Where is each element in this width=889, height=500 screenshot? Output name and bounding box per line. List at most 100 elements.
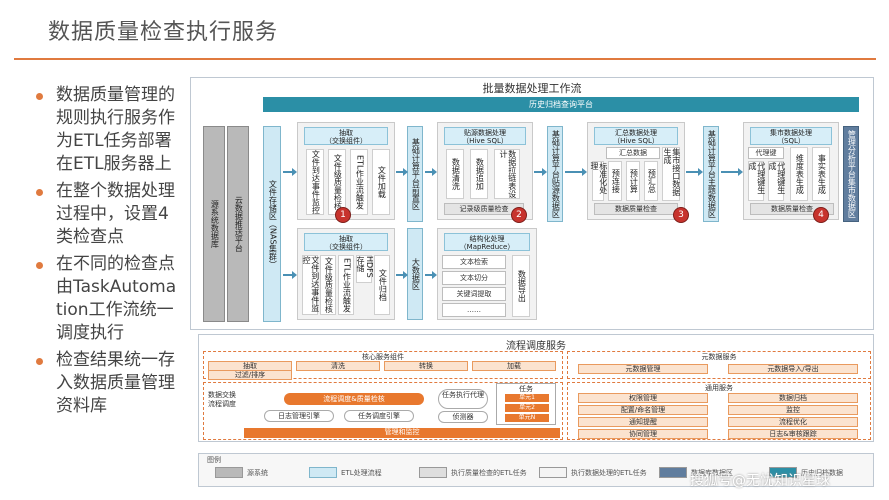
analysis-market-block: 管理分析平台集市数据区 bbox=[843, 126, 859, 222]
legend-swatch bbox=[419, 467, 447, 478]
flow-arrow bbox=[396, 271, 408, 279]
legend-swatch bbox=[769, 467, 797, 478]
calc-pre-block: 基础计算平台前置区 bbox=[407, 126, 423, 222]
legend-text: ETL处理流程 bbox=[341, 468, 382, 477]
stage-sub: ETL作业流触发 bbox=[338, 255, 354, 315]
core-item: 加载 bbox=[472, 361, 556, 371]
svc-item: 通知提醒 bbox=[578, 417, 708, 427]
surrogate-key-box: 代理键 bbox=[748, 147, 784, 159]
task-unit: 单元1 bbox=[505, 394, 549, 402]
page-title: 数据质量检查执行服务 bbox=[48, 20, 279, 45]
core-title: 核心服务组件 bbox=[362, 353, 404, 361]
bullet-text: 数据质量管理的规则执行服务作为ETL任务部署在ETL服务器上 bbox=[56, 85, 175, 174]
stage-sub: 文件到达事件监控 bbox=[302, 255, 320, 315]
stage-sub: 文件加载 bbox=[372, 149, 390, 215]
mgmt-bar: 管理和监控 bbox=[244, 428, 560, 438]
calc-topic-block: 基础计算平台主题数据区 bbox=[703, 126, 719, 222]
cloud-platform-block: 云数据推送平台 bbox=[227, 126, 249, 322]
legend-text: 历史归档数据 bbox=[801, 468, 843, 477]
flow-arrow bbox=[686, 168, 703, 176]
title-divider bbox=[14, 58, 876, 60]
svc-title: 通用服务 bbox=[705, 384, 733, 392]
history-archive-bar: 历史归档查询平台 bbox=[263, 97, 859, 112]
legend-item: 执行数据处理的ETL任务 bbox=[539, 467, 659, 478]
bullet-item: 检查结果统一存入数据质量管理资料库 bbox=[34, 349, 182, 418]
scheduling-title: 流程调度服务 bbox=[506, 341, 566, 352]
stage-summary: 汇总数据处理 （Hive SQL） 汇总数据 标准化处理 预连接 预计算 预汇总… bbox=[587, 122, 685, 220]
legend-title: 图例 bbox=[207, 456, 221, 464]
stage-head: 抽取 （交换组件） bbox=[304, 127, 388, 145]
stage-sub: 预汇总 bbox=[644, 161, 658, 201]
checkpoint-badge: 2 bbox=[511, 207, 527, 223]
common-service: 通用服务 权限管理 数据归档 配置/命名管理 监控 通知提醒 流程优化 协同管理… bbox=[567, 382, 871, 440]
engine-bar: 流程调度&质量检核 bbox=[284, 393, 424, 405]
legend-text: 执行数据处理的ETL任务 bbox=[571, 468, 647, 477]
exchange-label: 数据交换流程调度 bbox=[208, 391, 236, 408]
task-exec-agent: 任务执行代理 bbox=[438, 389, 488, 409]
bullet-dot-icon bbox=[36, 189, 43, 196]
legend-item: 数据库数据区 bbox=[659, 467, 759, 478]
core-item: 转换 bbox=[384, 361, 468, 371]
stage-sub: 集市接口数据生成 bbox=[662, 147, 681, 201]
bullet-dot-icon bbox=[36, 262, 43, 269]
legend-swatch bbox=[215, 467, 243, 478]
svc-item: 配置/命名管理 bbox=[578, 405, 708, 415]
bullet-text: 检查结果统一存入数据质量管理资料库 bbox=[56, 350, 175, 416]
flow-arrow bbox=[283, 271, 297, 279]
stage-sub: 维度表生成 bbox=[790, 147, 808, 201]
stage-stage-data: 贴源数据处理 （Hive SQL） 数据清洗 数据追加 数据拉链表设计 记录级质… bbox=[437, 122, 533, 220]
stage-sub: 文件到达事件监控 bbox=[306, 149, 324, 215]
bullet-dot-icon bbox=[36, 358, 43, 365]
bullet-dot-icon bbox=[36, 93, 43, 100]
core-item: 清洗 bbox=[296, 361, 380, 371]
svc-item: 流程优化 bbox=[728, 417, 858, 427]
checkpoint-badge: 1 bbox=[335, 207, 351, 223]
mapreduce-item: 关键词提取 bbox=[442, 287, 506, 301]
bullet-text: 在不同的检查点由TaskAutomation工作流统一调度执行 bbox=[56, 254, 177, 343]
flow-arrow bbox=[565, 168, 587, 176]
summary-subhead: 汇总数据 bbox=[606, 147, 660, 159]
mapreduce-item: 文本检索 bbox=[442, 255, 506, 269]
core-components: 核心服务组件 抽取 清洗 转换 加载 过滤/排序 bbox=[203, 351, 563, 380]
legend-swatch bbox=[309, 467, 337, 478]
meta-item: 元数据导入/导出 bbox=[728, 364, 858, 374]
task-box: 任务 单元1 单元2 单元N bbox=[496, 383, 556, 425]
flow-arrow bbox=[283, 168, 297, 176]
flow-arrow bbox=[425, 168, 437, 176]
meta-item: 元数据管理 bbox=[578, 364, 708, 374]
svc-item: 数据归档 bbox=[728, 393, 858, 403]
workflow-title: 批量数据处理工作流 bbox=[482, 82, 582, 95]
mapreduce-item: 文本切分 bbox=[442, 271, 506, 285]
stage-sub: 文件归档 bbox=[374, 255, 390, 315]
stage-sub: ETL作业流触发 bbox=[350, 149, 368, 215]
batch-workflow-frame: 批量数据处理工作流 历史归档查询平台 源系统数据库 云数据推送平台 文件存储区（… bbox=[190, 77, 874, 330]
stage-sub: 文件级质量检核 bbox=[320, 255, 336, 315]
legend-text: 数据库数据区 bbox=[691, 468, 733, 477]
task-title: 任务 bbox=[519, 385, 533, 393]
legend-swatch bbox=[539, 467, 567, 478]
bullet-text: 在整个数据处理过程中，设置4类检查点 bbox=[56, 181, 175, 247]
stage-sub: 代理键生成 bbox=[768, 161, 786, 201]
stage-head: 汇总数据处理 （Hive SQL） bbox=[594, 127, 678, 145]
svc-item: 协同管理 bbox=[578, 429, 708, 439]
stage-market: 集市数据处理 （SQL） 代理键 代理键生成 代理键生成 维度表生成 事实表生成… bbox=[743, 122, 839, 220]
stage-head-text: 汇总数据处理 （Hive SQL） bbox=[613, 129, 659, 145]
metadata-service: 元数据服务 元数据管理 元数据导入/导出 bbox=[567, 351, 871, 379]
checkpoint-badge: 3 bbox=[673, 207, 689, 223]
legend: 图例 源系统 ETL处理流程 执行质量检查的ETL任务 执行数据处理的ETL任务… bbox=[198, 453, 874, 487]
sensor: 侦测器 bbox=[438, 411, 488, 423]
stage-footer: 数据质量检查 bbox=[594, 203, 678, 215]
stage-head-text: 集市数据处理 （SQL） bbox=[770, 129, 812, 145]
task-unit: 单元2 bbox=[505, 404, 549, 412]
nas-storage-block: 文件存储区（NAS集群） bbox=[263, 126, 281, 322]
stage-head-text: 贴源数据处理 （Hive SQL） bbox=[462, 129, 508, 145]
task-unit: 单元N bbox=[505, 414, 549, 422]
flow-arrow bbox=[396, 168, 408, 176]
stage-mapreduce: 结构化处理 （MapReduce） 文本检索 文本切分 关键词提取 …… 数据导… bbox=[437, 228, 537, 320]
stage-sub: 数据拉链表设计 bbox=[494, 149, 520, 199]
stage-head: 抽取 （交换组件） bbox=[304, 233, 388, 251]
flow-arrow bbox=[425, 271, 437, 279]
task-engine: 任务调度引擎 bbox=[344, 410, 414, 422]
big-data-block: 大数据区 bbox=[407, 228, 423, 320]
stage-sub: 预连接 bbox=[608, 161, 622, 201]
